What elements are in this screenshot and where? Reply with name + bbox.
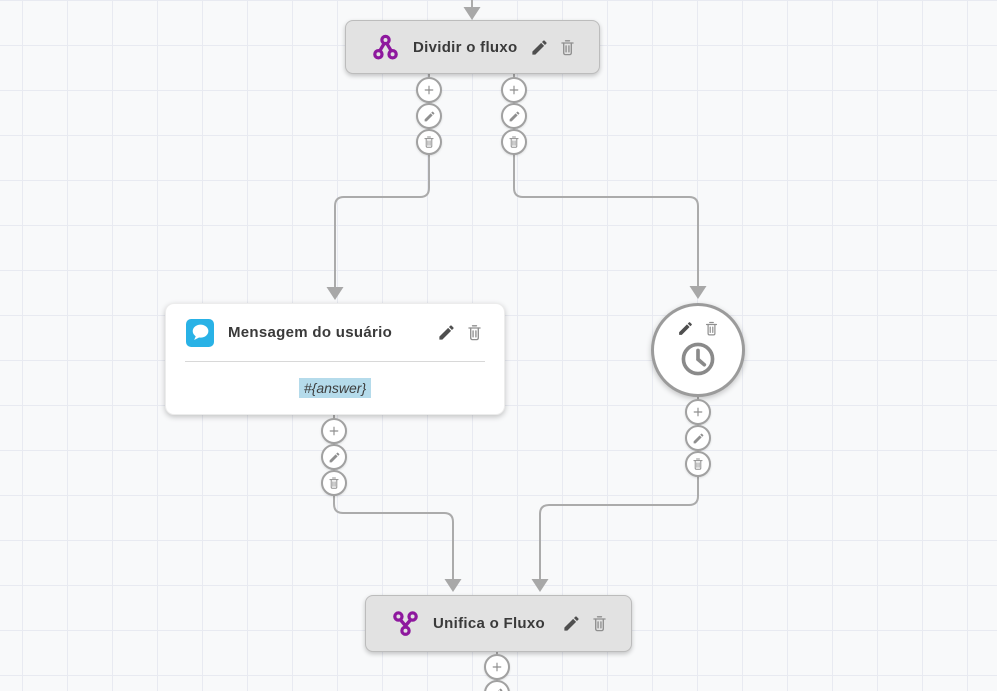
add-port-button[interactable]: [484, 654, 510, 680]
node-user-message[interactable]: Mensagem do usuário #{answer}: [165, 303, 505, 415]
edit-node-button[interactable]: [677, 320, 694, 337]
divider: [185, 361, 485, 362]
node-timer[interactable]: [651, 303, 745, 397]
add-port-button[interactable]: [685, 399, 711, 425]
connector-split-right: [513, 74, 699, 286]
split-flow-icon: [372, 34, 399, 61]
delete-node-button[interactable]: [558, 38, 577, 57]
delete-port-button[interactable]: [501, 129, 527, 155]
node-title: Dividir o fluxo: [413, 38, 518, 56]
add-port-button[interactable]: [416, 77, 442, 103]
delete-port-button[interactable]: [416, 129, 442, 155]
edit-port-button[interactable]: [416, 103, 442, 129]
edit-port-button[interactable]: [321, 444, 347, 470]
connector-split-left: [334, 74, 430, 287]
arrowhead: [689, 286, 707, 299]
arrowhead: [326, 287, 344, 300]
chat-bubble-icon: [186, 318, 214, 347]
variable-value: #{answer}: [298, 377, 372, 399]
clock-icon: [679, 340, 717, 378]
arrowhead: [444, 579, 462, 592]
connector-timer-to-merge: [539, 397, 699, 579]
delete-port-button[interactable]: [321, 470, 347, 496]
add-port-button[interactable]: [321, 418, 347, 444]
node-split-flow[interactable]: Dividir o fluxo: [345, 20, 600, 74]
delete-port-button[interactable]: [685, 451, 711, 477]
arrowhead: [531, 579, 549, 592]
connector-message-to-merge: [333, 415, 454, 579]
node-title: Unifica o Fluxo: [433, 615, 546, 632]
edit-port-button[interactable]: [501, 103, 527, 129]
delete-node-button[interactable]: [590, 614, 609, 633]
edit-port-button[interactable]: [685, 425, 711, 451]
edit-node-button[interactable]: [530, 38, 549, 57]
merge-flow-icon: [392, 610, 419, 637]
delete-node-button[interactable]: [465, 323, 484, 342]
delete-node-button[interactable]: [703, 320, 720, 337]
node-title: Mensagem do usuário: [228, 324, 393, 341]
edit-node-button[interactable]: [437, 323, 456, 342]
edit-node-button[interactable]: [562, 614, 581, 633]
arrowhead: [463, 7, 481, 20]
add-port-button[interactable]: [501, 77, 527, 103]
node-merge-flow[interactable]: Unifica o Fluxo: [365, 595, 632, 652]
